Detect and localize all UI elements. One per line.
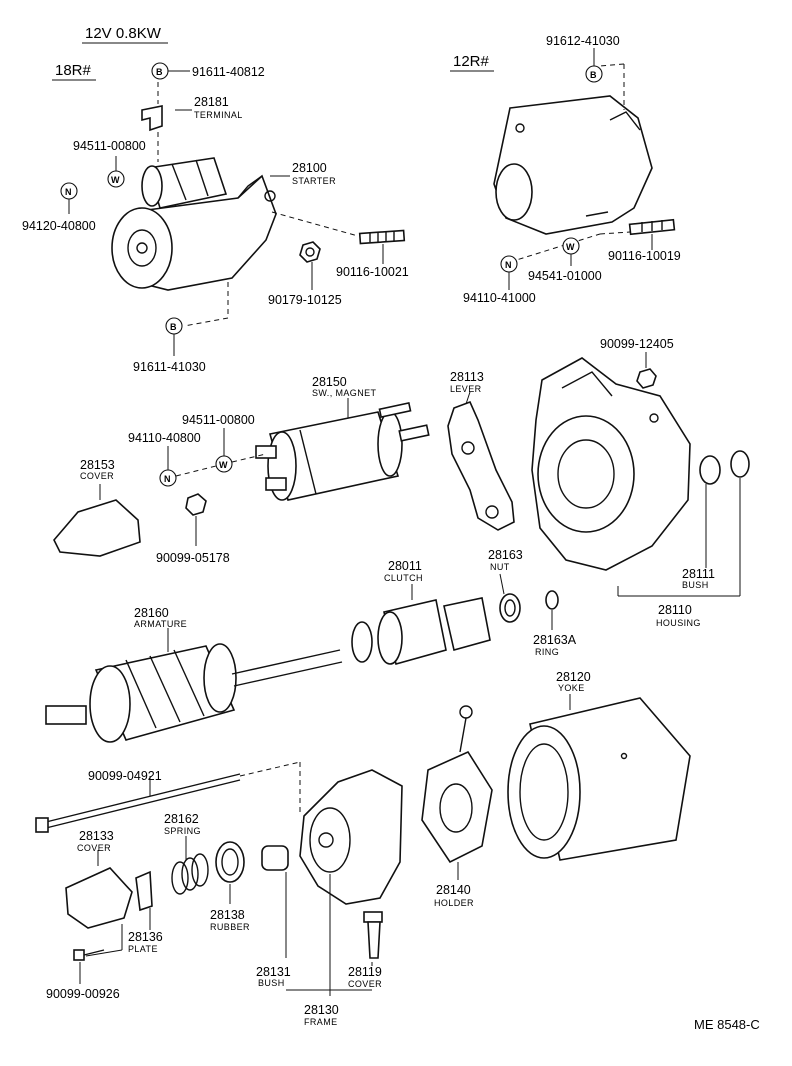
part-number-94511-00800: 94511-00800 <box>73 139 146 153</box>
ring-28163a-drawing <box>545 590 559 610</box>
plate-28136-drawing <box>135 870 153 912</box>
part-number-28140: 28140 <box>436 883 471 897</box>
part-number-28100: 28100 <box>292 161 327 175</box>
part-name-bush: BUSH <box>682 580 709 590</box>
washer-marker-icon: W <box>111 175 120 185</box>
part-number-94110-40800: 94110-40800 <box>128 431 201 445</box>
nut-28163-drawing <box>499 593 521 623</box>
part-number-28150: 28150 <box>312 375 347 389</box>
part-number-28163a: 28163A <box>533 633 577 647</box>
part-number-28162: 28162 <box>164 812 199 826</box>
housing-28110-drawing <box>531 357 691 571</box>
part-number-28163: 28163 <box>488 548 523 562</box>
bolt-90099-04921-drawing <box>35 773 241 833</box>
part-name-clutch: CLUTCH <box>384 573 423 583</box>
terminal-28181-drawing <box>141 105 163 132</box>
part-name-sw-magnet: SW., MAGNET <box>312 388 377 398</box>
stud-90116-10019-drawing <box>628 218 676 236</box>
model-18r-label: 18R# <box>55 62 92 79</box>
part-number-28120: 28120 <box>556 670 591 684</box>
part-number-28181: 28181 <box>194 95 229 109</box>
part-number-28119: 28119 <box>348 965 382 979</box>
nut-90099-12405-drawing <box>636 368 657 389</box>
reference-code: ME 8548-C <box>694 1017 760 1032</box>
part-name-cover: COVER <box>80 471 114 481</box>
part-number-90116-10021: 90116-10021 <box>336 265 409 279</box>
frame-28130-drawing <box>299 769 403 905</box>
part-number-90116-10019: 90116-10019 <box>608 249 681 263</box>
part-number-94511-00800-b: 94511-00800 <box>182 413 255 427</box>
part-name-cover-28133: COVER <box>77 843 111 853</box>
housing-12r-drawing <box>493 95 653 235</box>
armature-28160-drawing <box>45 643 343 743</box>
yoke-28120-drawing <box>507 697 691 861</box>
cover-28133-drawing <box>65 867 133 929</box>
bush-28131-drawing <box>261 845 289 871</box>
part-number-28113: 28113 <box>450 370 484 384</box>
bush-28111-drawing <box>699 455 721 485</box>
part-name-holder: HOLDER <box>434 898 474 908</box>
part-number-90179-10125: 90179-10125 <box>268 293 342 307</box>
part-number-28131: 28131 <box>256 965 291 979</box>
model-12r-label: 12R# <box>453 53 490 70</box>
holder-28140-drawing <box>421 705 493 864</box>
part-name-spring: SPRING <box>164 826 201 836</box>
part-number-28153: 28153 <box>80 458 115 472</box>
bolt-marker-icon: B <box>156 67 163 77</box>
voltage-power-label: 12V 0.8KW <box>85 25 162 42</box>
part-name-yoke: YOKE <box>558 683 585 693</box>
starter-18r-drawing <box>111 157 277 291</box>
part-name-lever: LEVER <box>450 384 482 394</box>
cover-28119-drawing <box>363 911 383 959</box>
part-number-91611-41030: 91611-41030 <box>133 360 206 374</box>
magnetic-switch-28150-drawing <box>255 402 430 501</box>
spring-28162-drawing <box>171 853 209 895</box>
part-number-28011: 28011 <box>388 559 422 573</box>
part-number-90099-00926: 90099-00926 <box>46 987 120 1001</box>
part-name-bush-28131: BUSH <box>258 978 285 988</box>
part-name-terminal: TERMINAL <box>194 110 243 120</box>
part-number-28160: 28160 <box>134 606 169 620</box>
part-number-90099-05178: 90099-05178 <box>156 551 230 565</box>
part-number-28111: 28111 <box>682 567 715 581</box>
bolt-marker-icon: B <box>590 70 597 80</box>
part-number-91611-40812: 91611-40812 <box>192 65 265 79</box>
part-number-91612-41030: 91612-41030 <box>546 34 620 48</box>
part-number-28138: 28138 <box>210 908 245 922</box>
nut-90179-10125-drawing <box>299 241 321 263</box>
part-name-starter: STARTER <box>292 176 336 186</box>
part-number-28133: 28133 <box>79 829 114 843</box>
part-name-rubber: RUBBER <box>210 922 250 932</box>
cover-28153-drawing <box>53 499 141 557</box>
washer-marker-icon: W <box>219 460 228 470</box>
part-name-armature: ARMATURE <box>134 619 187 629</box>
part-name-nut: NUT <box>490 562 510 572</box>
part-name-ring: RING <box>535 647 559 657</box>
part-name-cover-28119: COVER <box>348 979 382 989</box>
part-number-94541-01000: 94541-01000 <box>528 269 602 283</box>
part-number-28110: 28110 <box>658 603 692 617</box>
stud-90116-10021-drawing <box>358 229 406 245</box>
part-number-90099-04921: 90099-04921 <box>88 769 162 783</box>
screw-90099-00926-drawing <box>73 949 105 961</box>
lever-28113-drawing <box>447 400 515 531</box>
part-name-frame: FRAME <box>304 1017 338 1027</box>
part-number-94120-40800: 94120-40800 <box>22 219 96 233</box>
part-name-plate: PLATE <box>128 944 158 954</box>
bolt-marker-icon: B <box>170 322 177 332</box>
clutch-28011-drawing <box>351 597 491 665</box>
nut-90099-05178-drawing <box>185 493 207 516</box>
rubber-28138-drawing <box>215 841 245 883</box>
nut-marker-icon: N <box>505 260 512 270</box>
part-number-28136: 28136 <box>128 930 163 944</box>
nut-marker-icon: N <box>65 187 72 197</box>
nut-marker-icon: N <box>164 474 171 484</box>
washer-marker-icon: W <box>566 242 575 252</box>
part-number-28130: 28130 <box>304 1003 339 1017</box>
part-number-90099-12405: 90099-12405 <box>600 337 674 351</box>
part-number-94110-41000: 94110-41000 <box>463 291 536 305</box>
part-name-housing: HOUSING <box>656 618 701 628</box>
